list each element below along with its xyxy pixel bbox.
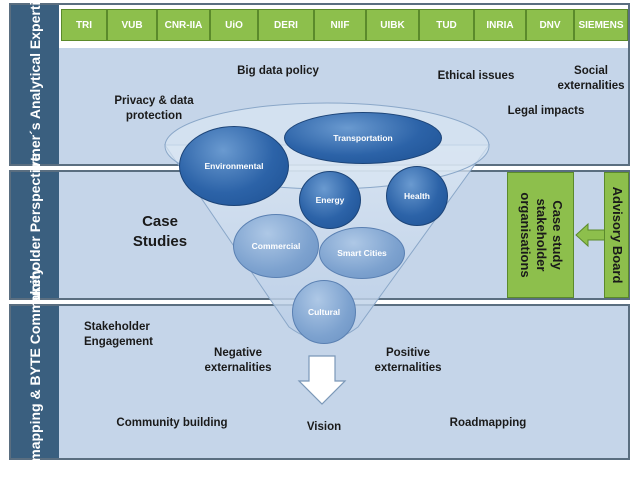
partner-cell: CNR-IIA (157, 9, 210, 41)
bubble-smart-cities: Smart Cities (319, 227, 405, 279)
privacy-text: Privacy & data protection (114, 95, 194, 122)
partner-cell: SIEMENS (574, 9, 628, 41)
negative-externalities-text: Negative externalities (204, 347, 272, 374)
partner-cell: TUD (419, 9, 474, 41)
ethical-issues-text: Ethical issues (437, 70, 515, 82)
community-building-text: Community building (116, 417, 228, 429)
social-externalities-text: Social externalities (557, 65, 625, 92)
bubble-energy: Energy (299, 171, 361, 229)
big-data-policy-text: Big data policy (237, 65, 319, 77)
partner-cell: DERI (258, 9, 314, 41)
roadmap-label-box: Roadmapping & BYTE Community (11, 267, 59, 497)
bubble-commercial: Commercial (233, 214, 319, 278)
vision-arrow (297, 355, 347, 405)
advisory-board-box: Advisory Board (604, 172, 629, 298)
partner-expertise-label-box: Partner´s Analytical Expertise (11, 0, 59, 183)
stakeholder-engagement-text: Stakeholder Engagement (84, 321, 154, 348)
bubble-health: Health (386, 166, 448, 226)
bubble-environmental: Environmental (179, 126, 289, 206)
stakeholder-label-box: Stakeholder Perspective (11, 154, 59, 316)
case-study-orgs-box: Case study stakeholder organisations (507, 172, 574, 298)
bubble-cultural: Cultural (292, 280, 356, 344)
partner-cell: UIBK (366, 9, 419, 41)
partner-cell: VUB (107, 9, 157, 41)
partner-cell: UiO (210, 9, 258, 41)
case-studies-text: Case Studies (132, 213, 188, 250)
partner-cell: INRIA (474, 9, 526, 41)
legal-impacts-text: Legal impacts (507, 105, 585, 117)
advisory-board-text: Advisory Board (609, 186, 625, 284)
left-arrow-icon (575, 222, 607, 248)
bubble-transportation: Transportation (284, 112, 442, 164)
case-study-orgs-text: Case study stakeholder organisations (517, 192, 565, 278)
partner-cell: NIIF (314, 9, 366, 41)
partner-cell: TRI (61, 9, 107, 41)
positive-externalities-text: Positive externalities (374, 347, 442, 374)
partner-cell: DNV (526, 9, 574, 41)
roadmapping-text: Roadmapping (449, 417, 527, 429)
vision-text: Vision (306, 421, 342, 433)
